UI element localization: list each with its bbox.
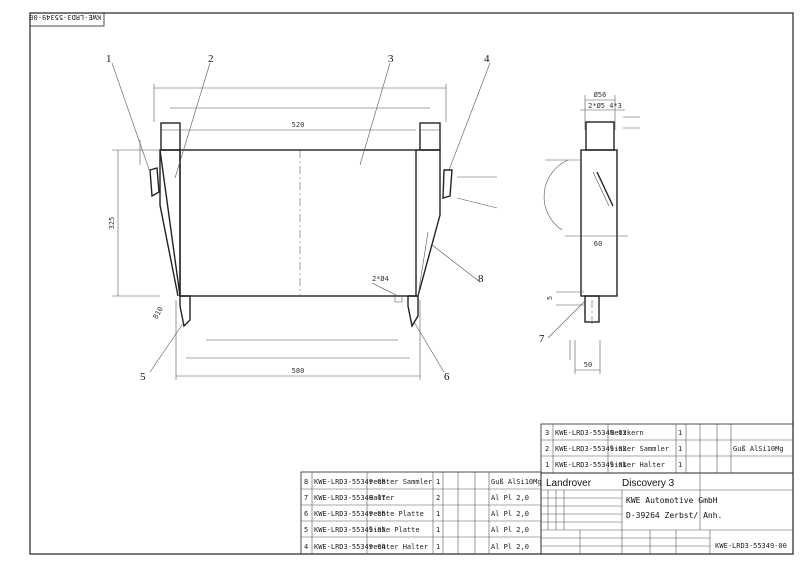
svg-text:rechter Sammler: rechter Sammler xyxy=(369,478,432,486)
dimension-side-60: 60 xyxy=(594,240,602,248)
right-plate xyxy=(407,295,419,328)
balloon-3: 3 xyxy=(388,53,394,65)
title-make: Landrover xyxy=(546,478,592,489)
dimension-height-label: 325 xyxy=(108,217,116,230)
bom-table-upper: 3 KWE-LRD3-55349-03 Netzkern 1 2 KWE-LRD… xyxy=(540,423,794,474)
svg-text:KWE-LRD3-55349-05: KWE-LRD3-55349-05 xyxy=(314,526,386,534)
svg-text:1: 1 xyxy=(678,445,682,453)
dimension-side-holes: 2*Ø5 4*3 xyxy=(588,102,622,110)
balloon-4: 4 xyxy=(484,53,490,65)
svg-text:1: 1 xyxy=(678,429,682,437)
dimension-side-5: 5 xyxy=(546,296,554,300)
svg-text:Netzkern: Netzkern xyxy=(610,429,644,437)
balloon-8: 8 xyxy=(478,273,484,285)
svg-text:7: 7 xyxy=(304,494,308,502)
sheet-code-rotated: KWE-LRD3-55349-00 xyxy=(29,13,101,21)
svg-text:linker Sammler: linker Sammler xyxy=(610,445,669,453)
dimension-holes-front: 2*Ø4 xyxy=(372,275,389,283)
dimension-side-diameter: Ø56 xyxy=(594,91,607,99)
svg-text:1: 1 xyxy=(436,478,440,486)
right-bracket xyxy=(442,169,453,199)
svg-text:1: 1 xyxy=(678,461,682,469)
svg-text:8: 8 xyxy=(304,478,308,486)
bom-row: 2 KWE-LRD3-55349-02 linker Sammler 1 Guß… xyxy=(545,445,784,453)
svg-text:Al Pl 2,0: Al Pl 2,0 xyxy=(491,510,529,518)
title-model: Discovery 3 xyxy=(622,478,675,489)
svg-text:3: 3 xyxy=(545,429,549,437)
dimension-width-label: 520 xyxy=(292,121,305,129)
svg-text:KWE-LRD3-55349-06: KWE-LRD3-55349-06 xyxy=(314,510,386,518)
svg-text:5: 5 xyxy=(304,526,308,534)
bom-row: 6 KWE-LRD3-55349-06 rechte Platte 1 Al P… xyxy=(304,510,529,518)
balloon-6: 6 xyxy=(444,371,450,383)
bom-row: 3 KWE-LRD3-55349-03 Netzkern 1 xyxy=(545,429,682,437)
right-inlet-neck xyxy=(419,122,441,151)
left-bracket xyxy=(149,167,160,198)
balloon-7: 7 xyxy=(539,333,545,345)
svg-text:1: 1 xyxy=(436,510,440,518)
svg-text:Al Pl 2,0: Al Pl 2,0 xyxy=(491,494,529,502)
svg-text:1: 1 xyxy=(545,461,549,469)
svg-text:KWE-LRD3-55349-01: KWE-LRD3-55349-01 xyxy=(555,461,627,469)
svg-text:Al Pl 2,0: Al Pl 2,0 xyxy=(491,543,529,551)
dimension-bottom-label: 580 xyxy=(292,367,305,375)
title-company: KWE Automotive GmbH xyxy=(626,496,718,505)
balloon-2: 2 xyxy=(208,53,214,65)
svg-text:linke Platte: linke Platte xyxy=(369,526,420,534)
svg-text:1: 1 xyxy=(436,526,440,534)
bom-row: 4 KWE-LRD3-55349-04 rechter Halter 1 Al … xyxy=(304,543,529,551)
bom-row: 7 KWE-LRD3-55349-07 Halter 2 Al Pl 2,0 xyxy=(304,494,529,502)
left-plate xyxy=(179,295,191,328)
svg-text:1: 1 xyxy=(436,543,440,551)
bom-row: 1 KWE-LRD3-55349-01 linker Halter 1 xyxy=(545,461,682,469)
svg-text:KWE-LRD3-55349-02: KWE-LRD3-55349-02 xyxy=(555,445,627,453)
svg-text:linker Halter: linker Halter xyxy=(610,461,665,469)
svg-text:rechter Halter: rechter Halter xyxy=(369,543,428,551)
bom-row: 8 KWE-LRD3-55349-08 rechter Sammler 1 Gu… xyxy=(304,478,542,486)
svg-text:Al Pl 2,0: Al Pl 2,0 xyxy=(491,526,529,534)
svg-text:KWE-LRD3-55349-04: KWE-LRD3-55349-04 xyxy=(314,543,386,551)
bom-row: 5 KWE-LRD3-55349-05 linke Platte 1 Al Pl… xyxy=(304,526,529,534)
svg-text:rechte Platte: rechte Platte xyxy=(369,510,424,518)
sheet-code-box: KWE-LRD3-55349-00 xyxy=(29,12,105,27)
svg-text:KWE-LRD3-55349-03: KWE-LRD3-55349-03 xyxy=(555,429,627,437)
balloon-5: 5 xyxy=(140,371,146,383)
title-drawing-number: KWE-LRD3-55349-00 xyxy=(715,542,787,550)
svg-text:Halter: Halter xyxy=(369,494,394,502)
left-inlet-neck xyxy=(160,122,181,151)
title-block: Landrover Discovery 3 KWE Automotive Gmb… xyxy=(540,472,794,555)
svg-text:Guß AlSi10Mg: Guß AlSi10Mg xyxy=(491,478,542,486)
svg-text:Guß AlSi10Mg: Guß AlSi10Mg xyxy=(733,445,784,453)
svg-text:6: 6 xyxy=(304,510,308,518)
side-view: Ø56 2*Ø5 4*3 60 5 50 7 xyxy=(539,91,640,374)
svg-text:4: 4 xyxy=(304,543,308,551)
balloon-1: 1 xyxy=(106,53,112,65)
title-address: D-39264 Zerbst/ Anh. xyxy=(626,511,722,520)
dimension-side-50: 50 xyxy=(584,361,592,369)
bom-table-lower: 8 KWE-LRD3-55349-08 rechter Sammler 1 Gu… xyxy=(300,471,542,555)
svg-text:2: 2 xyxy=(436,494,440,502)
svg-text:KWE-LRD3-55349-07: KWE-LRD3-55349-07 xyxy=(314,494,386,502)
svg-text:KWE-LRD3-55349-08: KWE-LRD3-55349-08 xyxy=(314,478,386,486)
svg-text:2: 2 xyxy=(545,445,549,453)
